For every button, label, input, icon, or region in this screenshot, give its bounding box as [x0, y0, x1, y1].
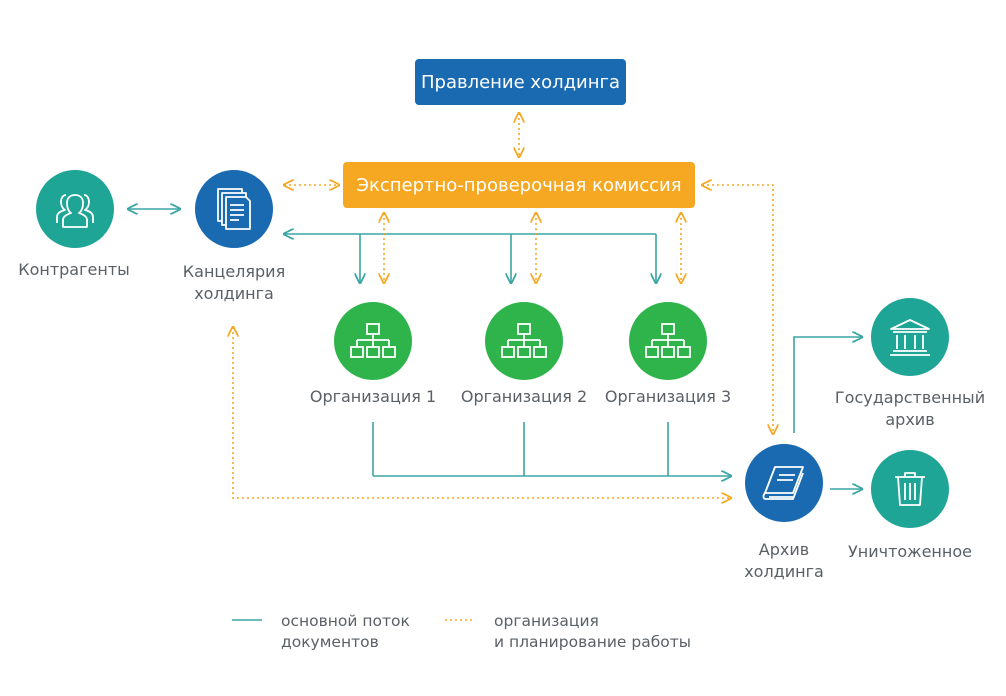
legend-planning-text: организация и планирование работы [494, 611, 691, 653]
holding-archive-label-line1: Архив [758, 540, 810, 559]
office-archive-link [233, 327, 731, 498]
state-archive-label-line1: Государственный [834, 388, 986, 407]
counterparties-node [36, 170, 114, 248]
legend-main-flow-line2: документов [281, 633, 379, 651]
org2-label: Организация 2 [460, 387, 588, 406]
org3-node [629, 302, 707, 380]
board-box: Правление холдинга [415, 59, 626, 105]
counterparties-label: Контрагенты [18, 260, 130, 279]
org-structure-icon [501, 323, 547, 358]
org3-label: Организация 3 [604, 387, 732, 406]
org-structure-icon [645, 323, 691, 358]
holding-archive-label-line2: холдинга [744, 562, 824, 581]
office-node [195, 170, 273, 248]
legend-planning-line2: и планирование работы [494, 633, 692, 651]
org-structure-icon [350, 323, 396, 358]
legend-main-flow-text: основной поток документов [281, 611, 410, 653]
people-icon [56, 194, 94, 228]
documents-icon [217, 188, 251, 230]
book-icon [762, 466, 804, 500]
legend-main-flow-line1: основной поток [281, 612, 410, 630]
destroyed-node [871, 450, 949, 528]
legend-planning-line1: организация [494, 612, 599, 630]
org1-label: Организация 1 [309, 387, 437, 406]
office-label-line2: холдинга [194, 284, 274, 303]
commission-box-label: Экспертно-проверочная комиссия [356, 174, 682, 196]
board-box-label: Правление холдинга [420, 71, 620, 93]
office-label-line1: Канцелярия [182, 262, 286, 281]
commission-archive-link [702, 185, 773, 434]
commission-box: Экспертно-проверочная комиссия [343, 162, 695, 208]
archive-to-state-archive [793, 337, 862, 433]
holding-archive-node [745, 444, 823, 522]
org1-node [334, 302, 412, 380]
institution-icon [890, 319, 930, 356]
org2-node [485, 302, 563, 380]
state-archive-label-line2: архив [885, 410, 935, 429]
trash-icon [895, 472, 925, 506]
destroyed-label: Уничтоженное [848, 542, 972, 561]
state-archive-node [871, 298, 949, 376]
